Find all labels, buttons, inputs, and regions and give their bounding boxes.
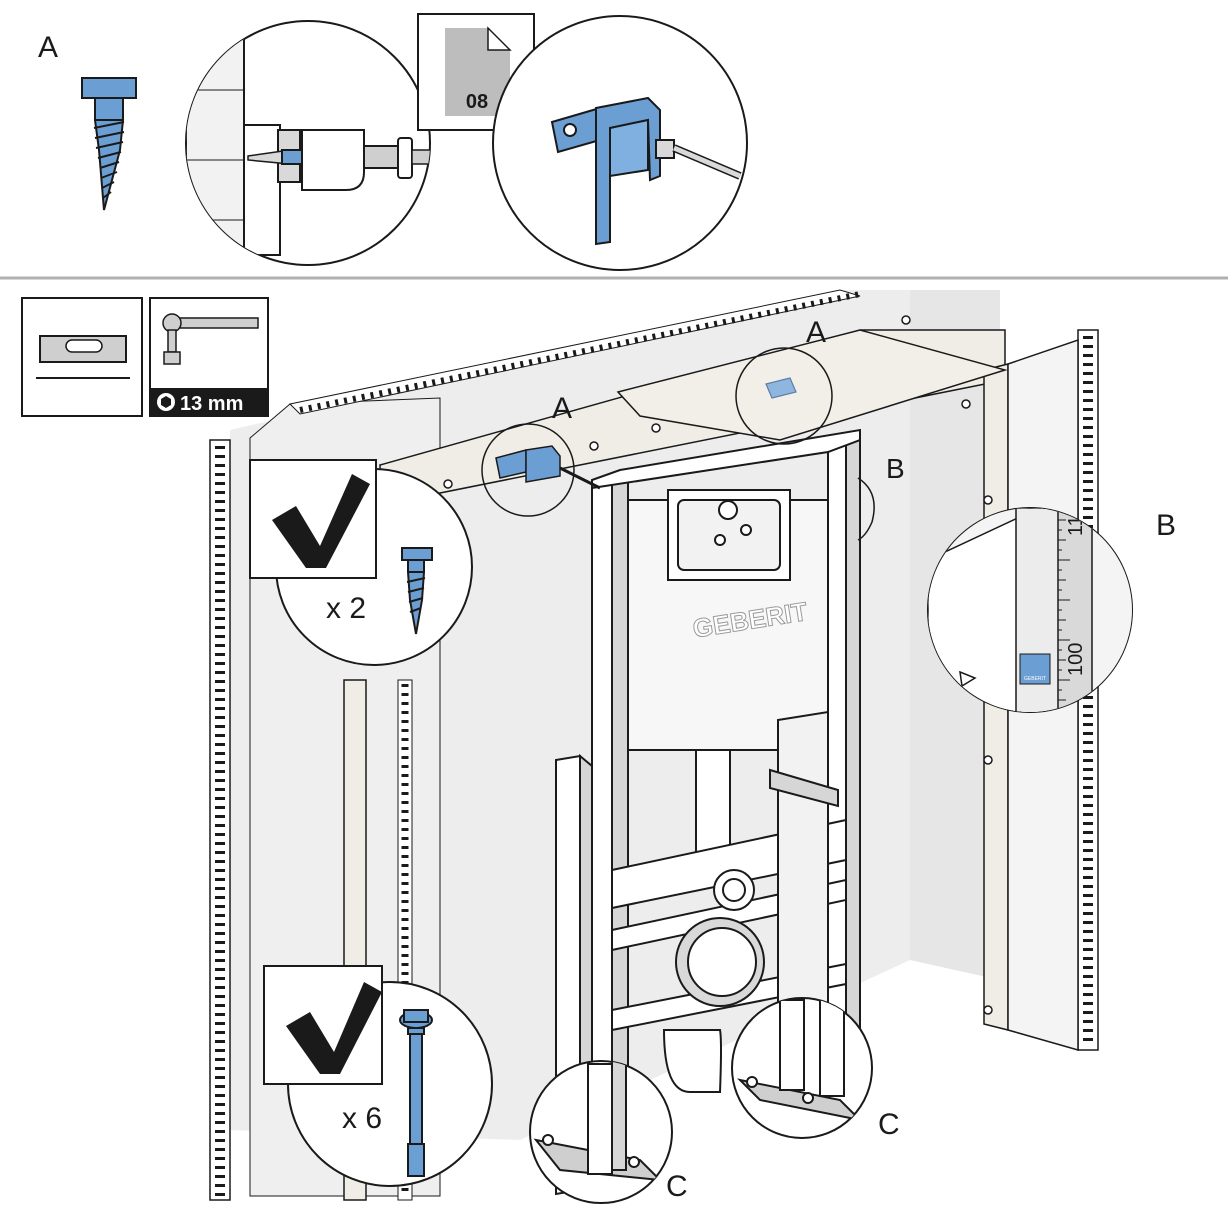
label-a-top: A [38, 31, 58, 64]
screw-quantity: x 2 [326, 592, 366, 625]
label-c-right: C [878, 1108, 900, 1141]
wooden-shelf [616, 329, 1008, 441]
spirit-level-icon [21, 297, 143, 417]
coach-screw-top [81, 77, 137, 211]
zoom-wall-bracket [492, 15, 748, 271]
callout-circle-bracket-right [735, 347, 833, 445]
anchor-quantity: x 6 [342, 1102, 382, 1135]
screw-quantity-bubble: x 2 [249, 459, 473, 666]
label-a-frame-right: A [806, 316, 826, 349]
zoom-foot-left [529, 1060, 673, 1204]
anchor-quantity-bubble: x 6 [263, 965, 493, 1187]
label-c-left: C [666, 1170, 688, 1203]
label-b-zoom: B [1156, 509, 1176, 542]
scale-mark-lower: 100 [1065, 643, 1087, 676]
socket-wrench-icon: 13 mm [149, 297, 269, 417]
checkmark-icon [272, 474, 370, 568]
zoom-height-scale: 112 100 GEBERIT [927, 507, 1133, 713]
zoom-screw-fixing [185, 20, 431, 266]
label-a-frame-left: A [552, 392, 572, 425]
page-number: 08 [466, 91, 488, 113]
callout-circle-bracket-left [481, 423, 601, 517]
callout-arc-b [857, 477, 875, 541]
scale-badge-brand: GEBERIT [1024, 676, 1046, 682]
zoom-foot-right [731, 997, 873, 1139]
wrench-size: 13 mm [180, 393, 243, 415]
checkmark-icon [286, 982, 382, 1074]
label-b-frame: B [886, 453, 905, 484]
